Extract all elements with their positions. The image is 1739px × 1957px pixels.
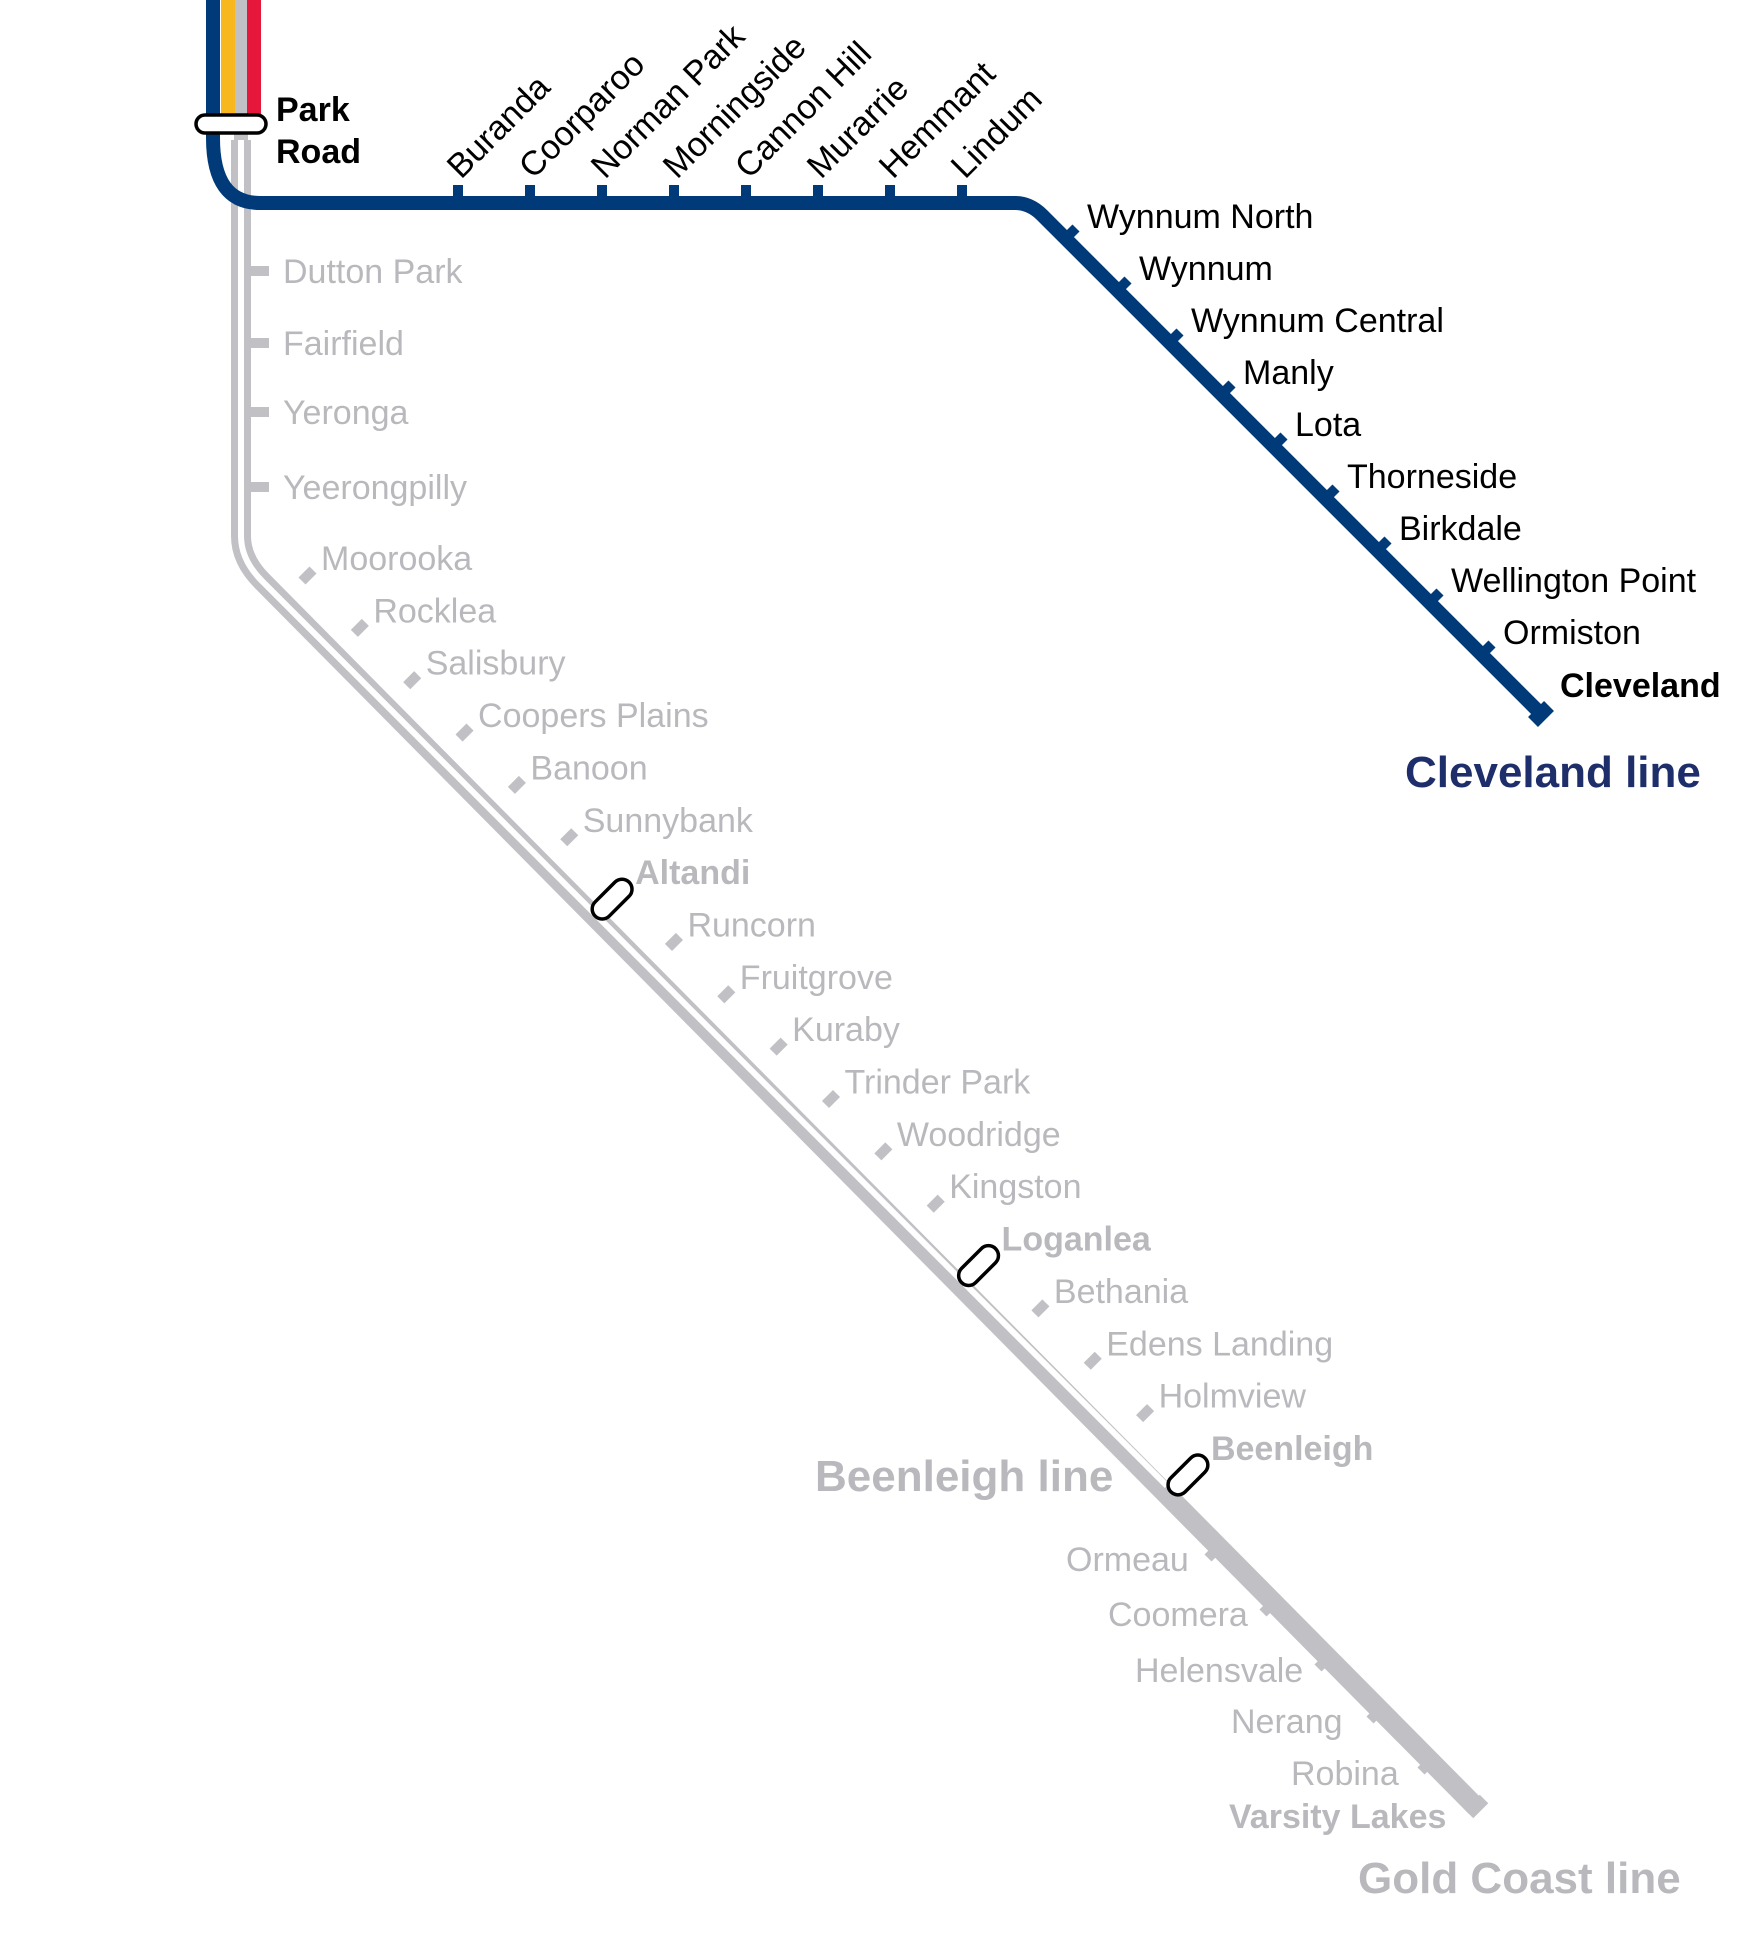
station-label-rocklea: Rocklea: [373, 592, 496, 630]
beenleigh-line-title: Beenleigh line: [815, 1452, 1113, 1501]
station-label-manly: Manly: [1243, 354, 1334, 392]
station-label-park-road-line-1: Park: [276, 91, 350, 129]
interchange-marker-beenleigh: [1166, 1453, 1210, 1497]
station-tick-robina: [1417, 1756, 1436, 1775]
station-label-coomera: Coomera: [1108, 1596, 1248, 1634]
station-tick-woodridge: [874, 1142, 893, 1161]
station-label-wynnum-central: Wynnum Central: [1191, 302, 1444, 340]
station-tick-wellington-point: [1425, 588, 1444, 607]
station-label-lota: Lota: [1295, 406, 1361, 444]
park-road-trunk: [221, 0, 261, 140]
station-label-park-road-line-2: Road: [276, 133, 361, 171]
station-label-moorooka: Moorooka: [321, 540, 472, 578]
station-tick-kingston: [926, 1194, 945, 1213]
station-label-helensvale: Helensvale: [1135, 1652, 1303, 1690]
station-label-fruitgrove: Fruitgrove: [740, 959, 893, 997]
station-tick-runcorn: [664, 932, 683, 951]
interchange-pill-loganlea: [956, 1243, 1001, 1288]
station-label-banoon: Banoon: [530, 749, 647, 787]
terminus-tick-varsity-lakes: [1464, 1794, 1489, 1819]
station-tick-banoon: [507, 775, 526, 794]
station-labels: Dutton ParkFairfieldYerongaYeerongpillyM…: [276, 16, 1721, 1836]
station-label-kuraby: Kuraby: [792, 1011, 900, 1049]
station-label-ormeau: Ormeau: [1066, 1541, 1189, 1579]
station-label-bethania: Bethania: [1054, 1273, 1188, 1311]
station-tick-lota: [1269, 432, 1288, 451]
interchange-pill-beenleigh: [1166, 1453, 1210, 1497]
station-tick-wynnum-north: [1061, 224, 1080, 243]
yellow-line-trunk: [221, 0, 235, 122]
station-label-thorneside: Thorneside: [1347, 458, 1517, 496]
station-tick-holmview: [1136, 1404, 1155, 1423]
red-line-trunk: [247, 0, 261, 122]
station-tick-sunnybank: [560, 828, 579, 847]
station-label-edens-landing: Edens Landing: [1106, 1325, 1333, 1363]
station-label-holmview: Holmview: [1159, 1378, 1307, 1416]
interchange-marker-park-road: [194, 113, 268, 135]
beenleigh-line-white-stripe: [238, 140, 1170, 1489]
station-label-salisbury: Salisbury: [426, 645, 566, 683]
station-label-loganlea: Loganlea: [1002, 1221, 1152, 1259]
interchange-markers: [194, 113, 1210, 1497]
gold-coast-line-title: Gold Coast line: [1358, 1854, 1681, 1903]
cleveland-line-path: [206, 0, 1546, 719]
station-label-wellington-point: Wellington Point: [1451, 562, 1697, 600]
station-tick-wynnum: [1113, 276, 1132, 295]
station-tick-coomera: [1259, 1598, 1278, 1617]
grey-line-trunk: [234, 0, 248, 140]
station-tick-wynnum-central: [1165, 328, 1184, 347]
station-label-nerang: Nerang: [1231, 1703, 1343, 1741]
cleveland-line-title: Cleveland line: [1405, 748, 1701, 797]
interchange-pill-altandi: [590, 877, 634, 921]
station-tick-moorooka: [298, 566, 317, 585]
station-label-varsity-lakes: Varsity Lakes: [1229, 1798, 1446, 1836]
station-tick-helensvale: [1314, 1653, 1333, 1672]
station-tick-edens-landing: [1083, 1351, 1102, 1370]
station-label-woodridge: Woodridge: [897, 1116, 1061, 1154]
station-label-birkdale: Birkdale: [1399, 510, 1522, 548]
station-label-wynnum-north: Wynnum North: [1087, 198, 1313, 236]
station-label-trinder-park: Trinder Park: [845, 1064, 1032, 1102]
terminus-tick-cleveland: [1528, 701, 1554, 727]
station-label-wynnum: Wynnum: [1139, 250, 1273, 288]
interchange-marker-loganlea: [956, 1243, 1001, 1288]
station-tick-ormeau: [1204, 1543, 1223, 1562]
station-tick-rocklea: [350, 618, 369, 637]
station-tick-fruitgrove: [717, 985, 736, 1004]
station-label-yeerongpilly: Yeerongpilly: [283, 469, 467, 507]
station-label-dutton-park: Dutton Park: [283, 253, 464, 291]
beenleigh-gold-coast-track: [231, 140, 1489, 1819]
station-label-sunnybank: Sunnybank: [583, 802, 754, 840]
station-tick-nerang: [1366, 1705, 1385, 1724]
station-tick-trinder-park: [821, 1089, 841, 1109]
station-tick-manly: [1217, 380, 1236, 399]
station-label-coopers-plains: Coopers Plains: [478, 697, 709, 735]
station-tick-birkdale: [1373, 536, 1392, 555]
line-titles: Cleveland line Beenleigh line Gold Coast…: [815, 748, 1701, 1903]
station-label-altandi: Altandi: [635, 854, 750, 892]
station-tick-kuraby: [769, 1037, 788, 1056]
interchange-marker-altandi: [590, 877, 634, 921]
station-label-robina: Robina: [1291, 1755, 1399, 1793]
station-label-kingston: Kingston: [949, 1168, 1081, 1206]
station-tick-coopers-plains: [455, 723, 474, 742]
station-label-beenleigh: Beenleigh: [1211, 1430, 1373, 1468]
station-tick-thorneside: [1321, 484, 1340, 503]
station-label-yeronga: Yeronga: [283, 394, 409, 432]
cleveland-track: [206, 0, 1554, 727]
station-label-runcorn: Runcorn: [687, 906, 816, 944]
station-tick-bethania: [1031, 1299, 1050, 1318]
station-tick-salisbury: [403, 671, 422, 690]
station-label-fairfield: Fairfield: [283, 325, 404, 363]
station-label-cleveland: Cleveland: [1560, 667, 1721, 705]
station-label-ormiston: Ormiston: [1503, 614, 1641, 652]
station-tick-ormiston: [1477, 640, 1496, 659]
